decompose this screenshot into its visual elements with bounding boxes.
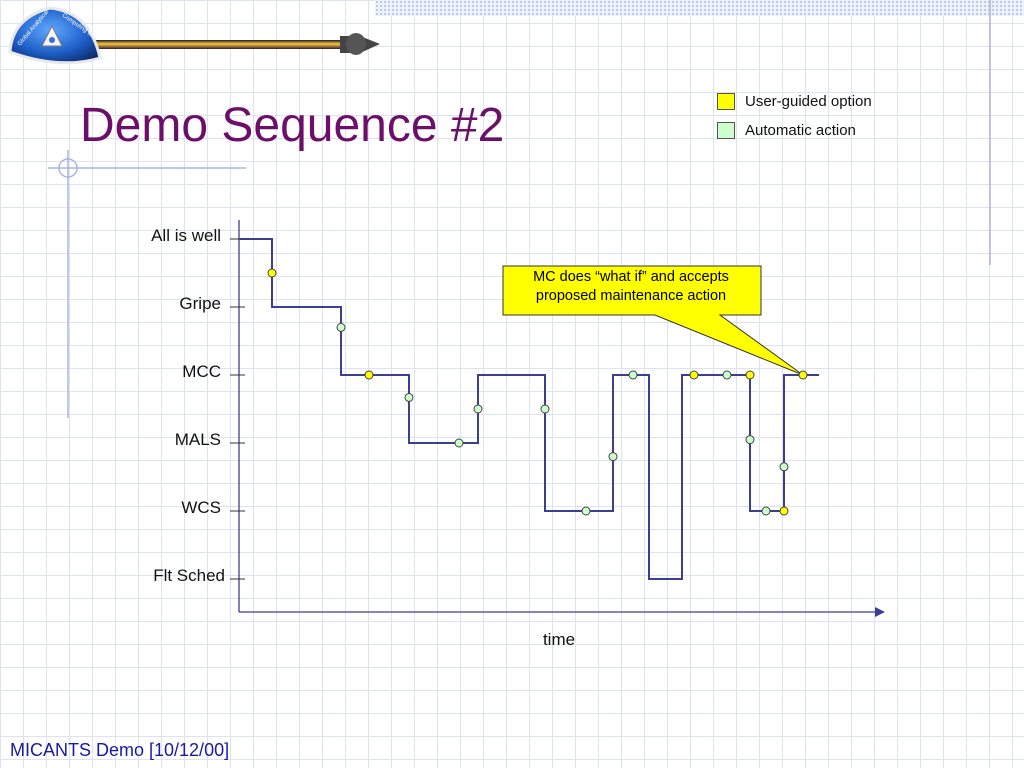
y-tick-label: WCS xyxy=(181,498,221,517)
user-guided-marker xyxy=(689,370,699,380)
x-axis-label: time xyxy=(543,630,575,649)
automatic-marker xyxy=(473,404,483,414)
logo-eye-icon xyxy=(49,37,55,43)
automatic-marker xyxy=(540,404,550,414)
legend-swatch-user-guided xyxy=(717,92,735,110)
header-band xyxy=(375,0,1024,16)
user-guided-marker xyxy=(779,506,789,516)
legend-item-user-guided: User-guided option xyxy=(717,91,872,111)
automatic-marker xyxy=(745,435,755,445)
automatic-marker xyxy=(608,452,618,462)
arrow-hub-icon xyxy=(346,33,366,55)
user-guided-marker xyxy=(364,370,374,380)
y-tick-label: MCC xyxy=(182,362,221,381)
y-tick-label: Gripe xyxy=(179,294,221,313)
user-guided-marker xyxy=(267,268,277,278)
slide-title: Demo Sequence #2 xyxy=(80,99,505,152)
legend-label: User-guided option xyxy=(745,92,872,110)
arrow-shaft xyxy=(90,40,350,49)
automatic-marker xyxy=(454,438,464,448)
y-tick-label: MALS xyxy=(175,430,221,449)
legend-swatch-automatic xyxy=(717,121,735,139)
automatic-marker xyxy=(628,370,638,380)
legend-label: Automatic action xyxy=(745,121,856,139)
legend-item-automatic: Automatic action xyxy=(717,120,856,140)
callout-text: MC does “what if” and accepts proposed m… xyxy=(533,269,729,304)
automatic-marker xyxy=(404,392,414,402)
y-tick-label: All is well xyxy=(151,226,221,245)
y-tick-label: Flt Sched xyxy=(153,566,225,585)
callout-bubble xyxy=(502,265,804,376)
automatic-marker xyxy=(336,322,346,332)
automatic-marker xyxy=(581,506,591,516)
logo-graphic: Global Analytical Computing Env xyxy=(8,6,380,65)
x-axis-arrow-icon xyxy=(875,607,885,617)
footer-text: MICANTS Demo [10/12/00] xyxy=(10,740,230,760)
logo-triangle-icon xyxy=(41,24,63,47)
user-guided-marker xyxy=(745,370,755,380)
automatic-marker xyxy=(779,462,789,472)
user-guided-marker xyxy=(798,370,808,380)
automatic-marker xyxy=(722,370,732,380)
automatic-marker xyxy=(761,506,771,516)
